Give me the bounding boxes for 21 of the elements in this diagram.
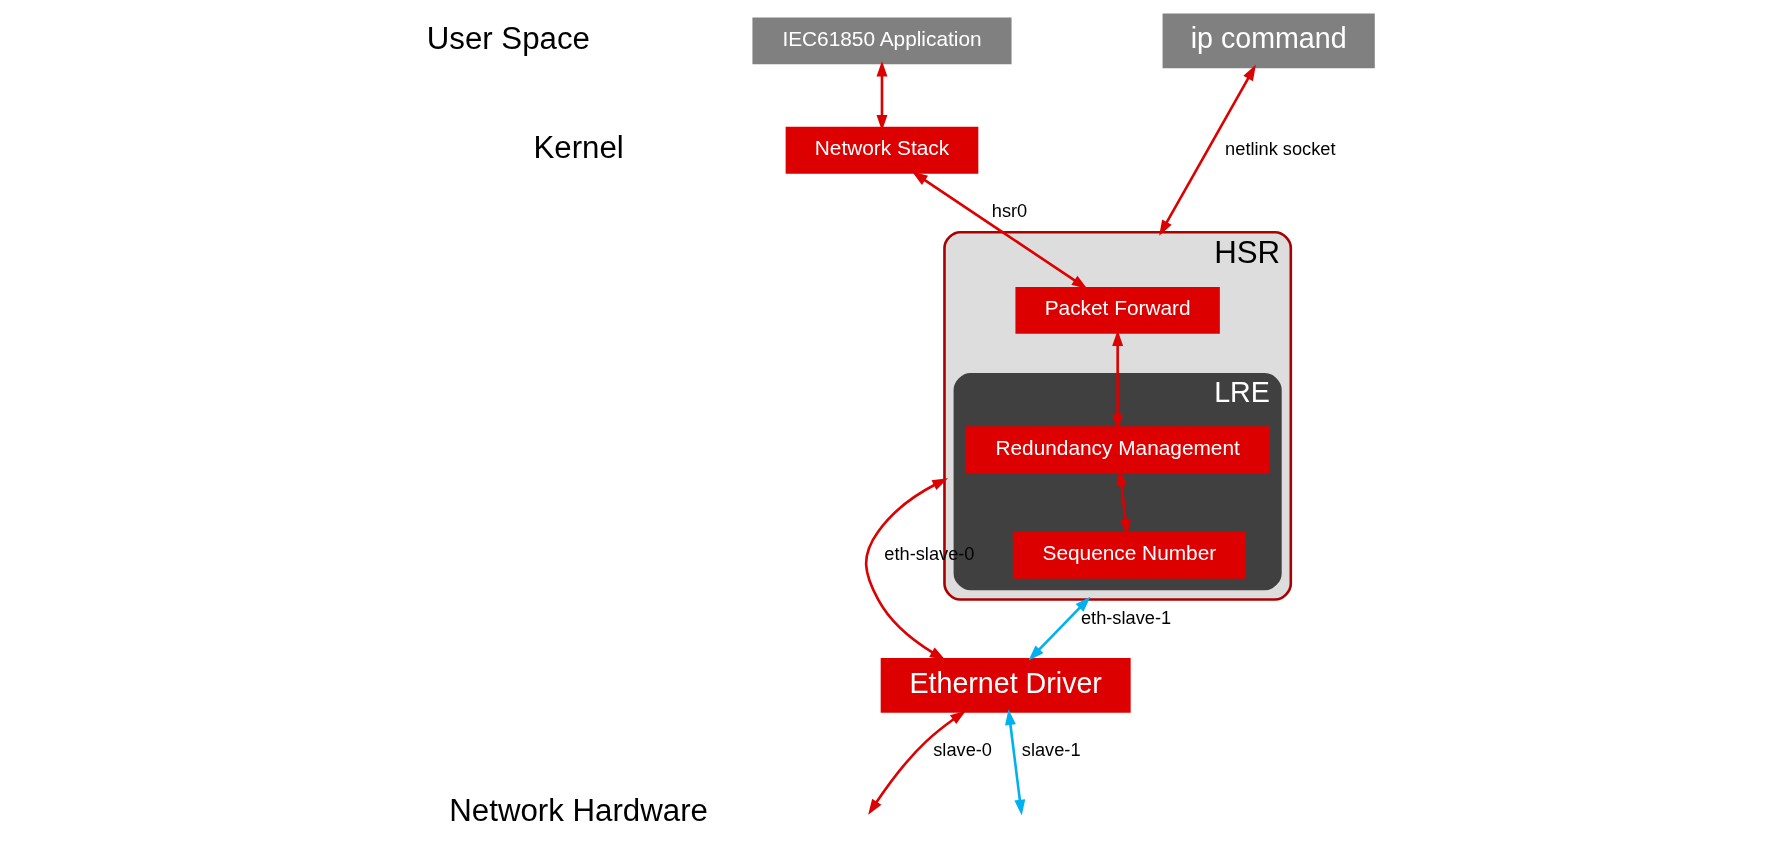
edge-label: slave-1 bbox=[1021, 739, 1081, 760]
arrow bbox=[864, 478, 949, 661]
arrow bbox=[1005, 709, 1026, 816]
node-box: Ethernet Driver bbox=[880, 658, 1131, 713]
node-box: Packet Forward bbox=[1015, 287, 1220, 334]
label: User Space bbox=[426, 20, 590, 56]
label: Network Hardware bbox=[449, 793, 708, 829]
node-box: ip command bbox=[1162, 13, 1375, 69]
label: Kernel bbox=[533, 130, 624, 166]
edge-label: hsr0 bbox=[991, 200, 1028, 221]
node-box: Network Stack bbox=[785, 126, 979, 174]
edge-label: eth-slave-1 bbox=[1080, 608, 1172, 629]
node-box: Redundancy Management bbox=[965, 426, 1270, 474]
node-box: Sequence Number bbox=[1012, 531, 1246, 579]
edge-label: slave-0 bbox=[933, 739, 992, 760]
arrow bbox=[868, 710, 966, 815]
arrow bbox=[912, 171, 1088, 289]
arrow bbox=[1159, 64, 1256, 236]
edge-label: netlink socket bbox=[1225, 139, 1336, 160]
node-box: IEC61850 Application bbox=[752, 17, 1012, 65]
arrow bbox=[1028, 596, 1091, 661]
